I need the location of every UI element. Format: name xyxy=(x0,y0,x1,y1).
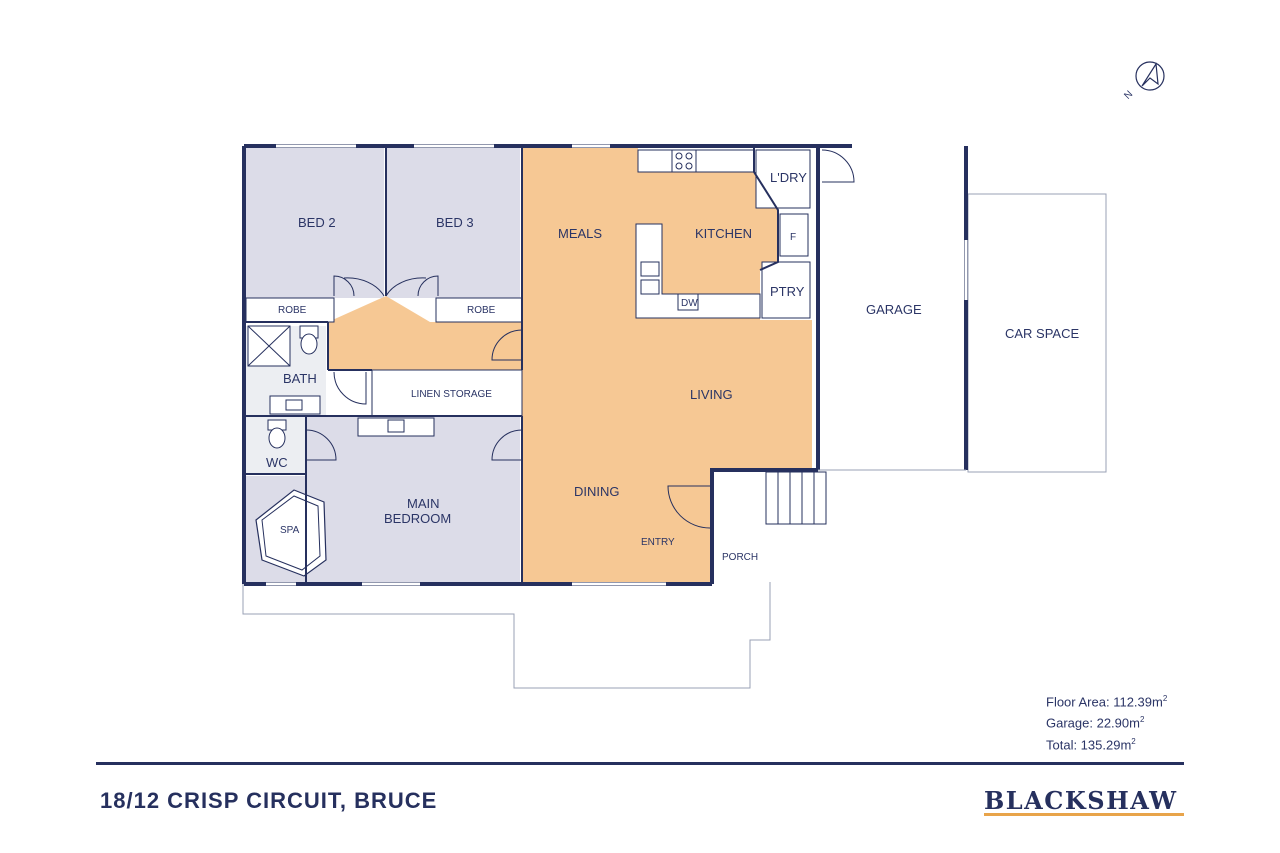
area-summary: Floor Area: 112.39m2 Garage: 22.90m2 Tot… xyxy=(1046,690,1167,754)
garage-area: Garage: 22.90m2 xyxy=(1046,715,1145,731)
porch-steps xyxy=(765,471,827,525)
pantry-area xyxy=(761,261,811,319)
label-porch: PORCH xyxy=(722,552,758,563)
total-area: Total: 135.29m2 xyxy=(1046,736,1136,752)
label-meals: MEALS xyxy=(558,226,602,241)
footer-rule xyxy=(96,762,1184,765)
linen-storage-box xyxy=(371,369,523,417)
label-living: LIVING xyxy=(690,387,733,402)
label-bath: BATH xyxy=(283,371,317,386)
car-space-area xyxy=(967,193,1107,473)
property-address: 18/12 CRISP CIRCUIT, BRUCE xyxy=(100,788,438,813)
label-spa: SPA xyxy=(280,525,300,536)
brand-underline xyxy=(984,813,1184,816)
label-bed2: BED 2 xyxy=(298,215,336,230)
label-dishwasher: DW xyxy=(681,298,698,309)
bed3-floor xyxy=(386,148,520,298)
garage-floor xyxy=(816,148,966,470)
label-pantry: PTRY xyxy=(770,284,805,299)
laundry-area xyxy=(755,149,811,209)
label-kitchen: KITCHEN xyxy=(695,226,752,241)
north-compass-icon xyxy=(1135,61,1165,91)
brand-logo: BLACKSHAW xyxy=(984,786,1178,815)
label-bed3: BED 3 xyxy=(436,215,474,230)
cooktop-icon xyxy=(671,149,697,173)
label-main-bedroom-1: MAIN xyxy=(407,496,440,511)
main-bedroom-floor xyxy=(306,416,520,582)
kitchen-bench xyxy=(635,223,761,319)
spa-inner xyxy=(261,495,321,571)
interior-walls xyxy=(246,148,779,582)
sink-icon xyxy=(640,261,660,295)
dishwasher-box xyxy=(677,293,699,311)
label-robe-left: ROBE xyxy=(278,305,307,316)
door-swings xyxy=(305,149,855,529)
label-main-bedroom-2: BEDROOM xyxy=(384,511,451,526)
compass-label: N xyxy=(1122,89,1135,102)
label-robe-right: ROBE xyxy=(467,305,496,316)
living-zone-floor xyxy=(328,148,812,582)
label-laundry: L'DRY xyxy=(770,170,807,185)
label-fridge: F xyxy=(790,232,796,243)
label-wc: WC xyxy=(266,455,288,470)
bath-fixtures xyxy=(247,325,435,449)
label-dining: DINING xyxy=(574,484,620,499)
robe-right-box xyxy=(435,297,523,323)
label-entry: ENTRY xyxy=(641,537,675,548)
bed2-floor xyxy=(246,148,384,298)
floor-area: Floor Area: 112.39m2 xyxy=(1046,694,1168,710)
label-garage: GARAGE xyxy=(866,302,922,317)
window-breaks xyxy=(266,144,968,586)
label-car-space: CAR SPACE xyxy=(1005,326,1079,341)
fridge-box xyxy=(779,213,809,257)
label-linen: LINEN STORAGE xyxy=(411,389,492,400)
deck-outline xyxy=(242,582,771,689)
